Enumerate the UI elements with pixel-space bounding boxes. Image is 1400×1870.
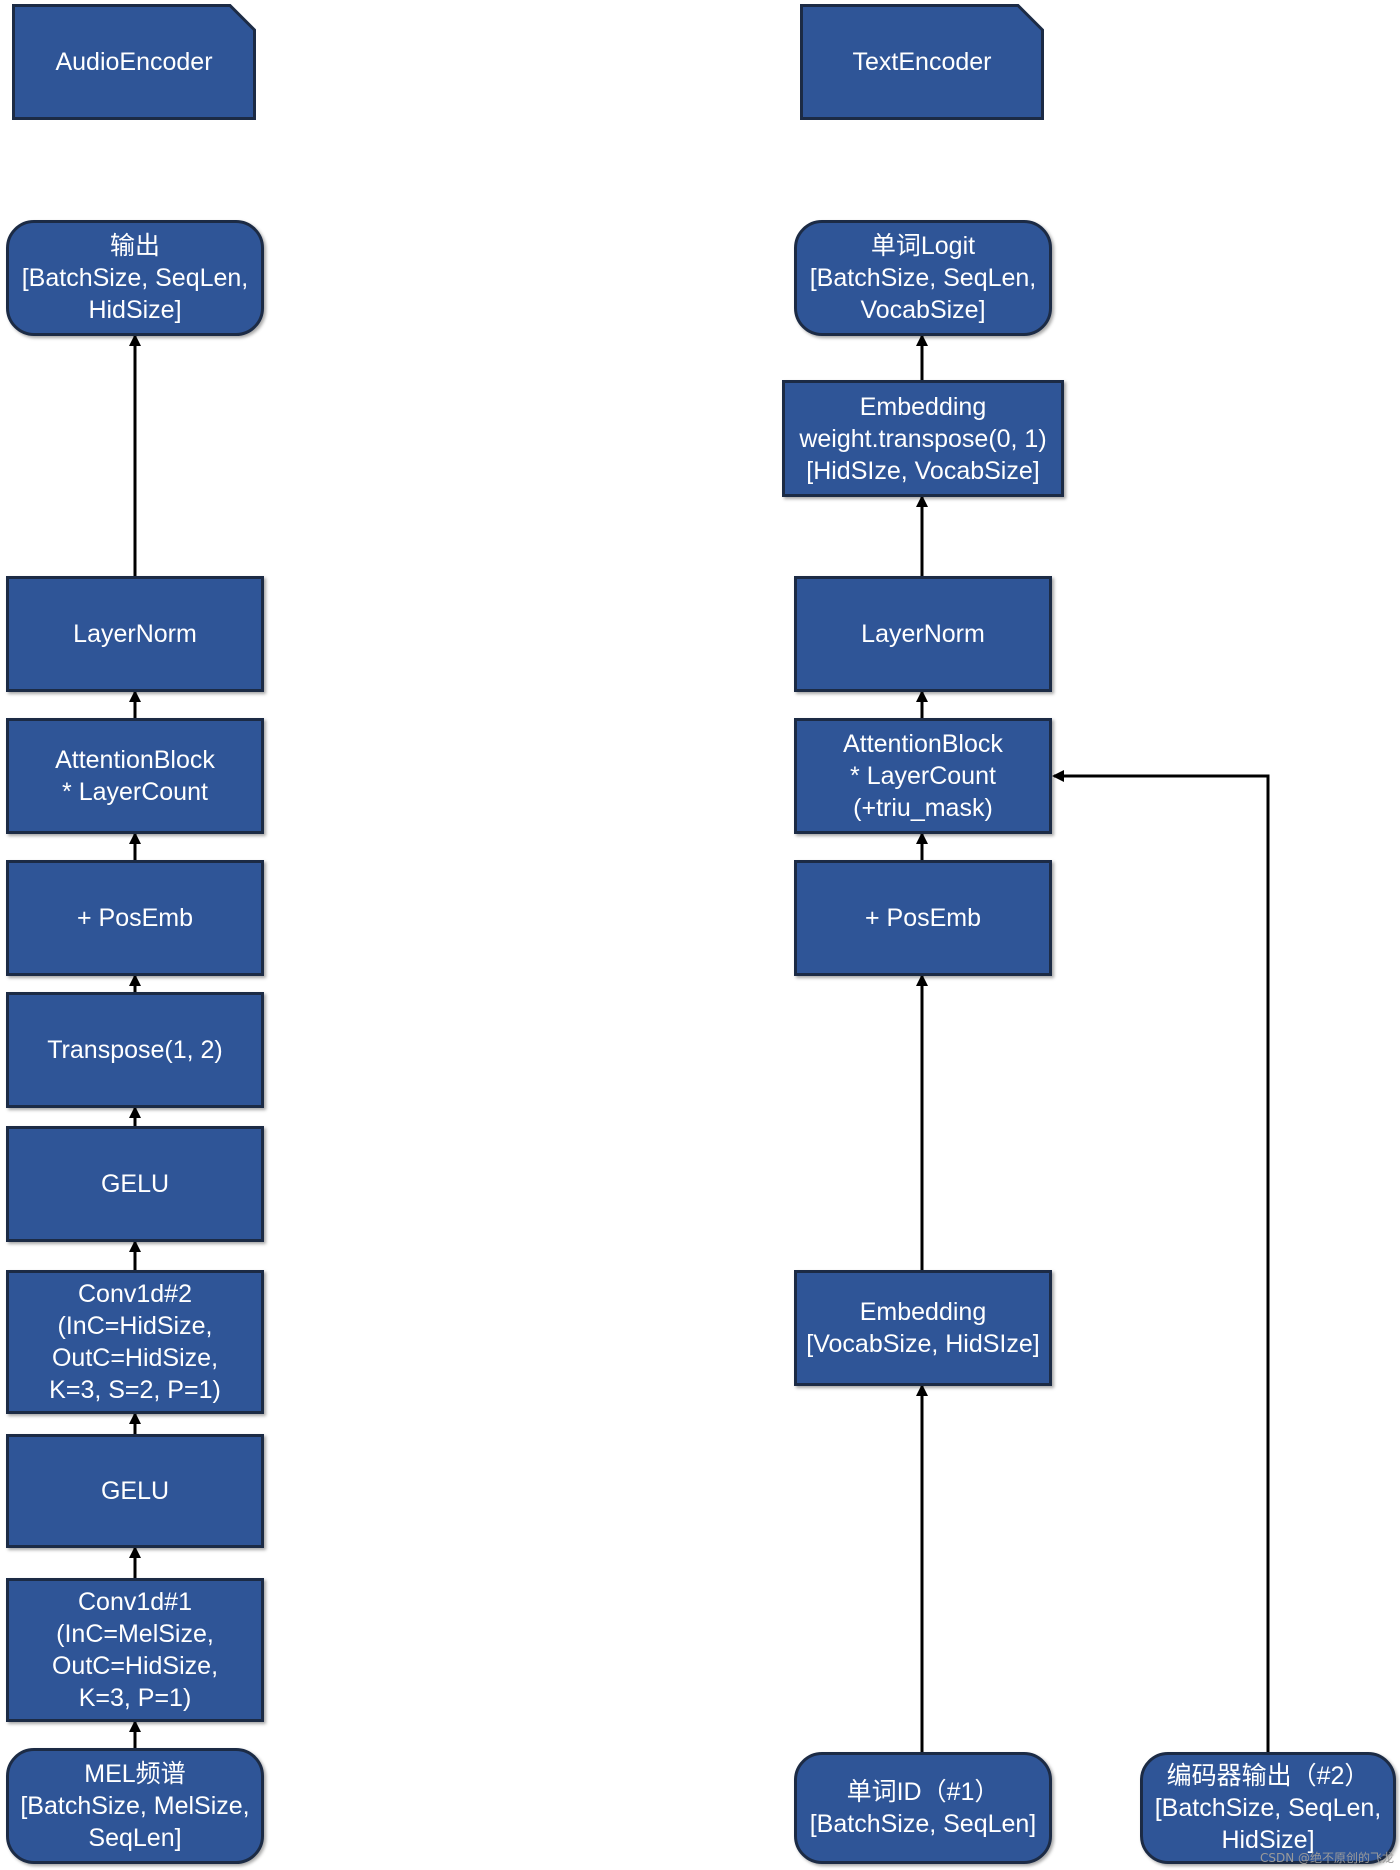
- audio-attention-text: AttentionBlock * LayerCount: [55, 746, 215, 806]
- text-embedding-out-text: Embedding weight.transpose(0, 1) [HidSIz…: [799, 392, 1047, 485]
- audio-conv2-node: Conv1d#2 (InC=HidSize, OutC=HidSize, K=3…: [6, 1270, 264, 1414]
- audio-input-node: MEL频谱 [BatchSize, MelSize, SeqLen]: [6, 1748, 264, 1864]
- audio-posemb-text: + PosEmb: [76, 904, 194, 932]
- audio-transpose-text: Transpose(1, 2): [47, 1036, 223, 1064]
- text-embedding-in-text: Embedding [VocabSize, HidSIze]: [806, 1298, 1040, 1358]
- audio-output-node: 输出 [BatchSize, SeqLen, HidSize]: [6, 220, 264, 336]
- text-embedding-in-node: Embedding [VocabSize, HidSIze]: [794, 1270, 1052, 1386]
- audio-gelu2-text: GELU: [100, 1170, 170, 1198]
- audio-encoder-title: AudioEncoder: [12, 4, 256, 120]
- audio-output-text: 输出 [BatchSize, SeqLen, HidSize]: [21, 232, 249, 324]
- text-posemb-text: + PosEmb: [864, 904, 982, 932]
- text-logit-node: 单词Logit [BatchSize, SeqLen, VocabSize]: [794, 220, 1052, 336]
- audio-gelu2-node: GELU: [6, 1126, 264, 1242]
- text-embedding-out-node: Embedding weight.transpose(0, 1) [HidSIz…: [782, 380, 1064, 497]
- audio-layernorm-text: LayerNorm: [73, 620, 197, 648]
- text-encoder-output-text: 编码器输出（#2） [BatchSize, SeqLen, HidSize]: [1154, 1762, 1382, 1854]
- text-attention-node: AttentionBlock * LayerCount (+triu_mask): [794, 718, 1052, 834]
- audio-input-text: MEL频谱 [BatchSize, MelSize, SeqLen]: [20, 1760, 250, 1852]
- text-encoder-title: TextEncoder: [800, 4, 1044, 120]
- audio-conv2-text: Conv1d#2 (InC=HidSize, OutC=HidSize, K=3…: [49, 1280, 221, 1404]
- watermark: CSDN @绝不原创的飞龙: [1259, 1851, 1394, 1865]
- text-logit-text: 单词Logit [BatchSize, SeqLen, VocabSize]: [809, 232, 1037, 324]
- audio-gelu1-node: GELU: [6, 1434, 264, 1548]
- text-attention-text: AttentionBlock * LayerCount (+triu_mask): [843, 730, 1003, 822]
- audio-conv1-node: Conv1d#1 (InC=MelSize, OutC=HidSize, K=3…: [6, 1578, 264, 1722]
- audio-layernorm-node: LayerNorm: [6, 576, 264, 692]
- text-layernorm-node: LayerNorm: [794, 576, 1052, 692]
- audio-gelu1-text: GELU: [100, 1477, 170, 1505]
- text-word-id-text: 单词ID（#1） [BatchSize, SeqLen]: [809, 1778, 1037, 1838]
- audio-encoder-title-text: AudioEncoder: [55, 48, 213, 76]
- folded-corner-shape: [800, 4, 1044, 120]
- audio-attention-node: AttentionBlock * LayerCount: [6, 718, 264, 834]
- audio-posemb-node: + PosEmb: [6, 860, 264, 976]
- text-encoder-output-node: 编码器输出（#2） [BatchSize, SeqLen, HidSize]: [1140, 1752, 1396, 1864]
- text-word-id-node: 单词ID（#1） [BatchSize, SeqLen]: [794, 1752, 1052, 1864]
- folded-corner-shape: [12, 4, 256, 120]
- audio-transpose-node: Transpose(1, 2): [6, 992, 264, 1108]
- edge-encoder-out-to-attention: [1052, 770, 1270, 1752]
- text-posemb-node: + PosEmb: [794, 860, 1052, 976]
- text-encoder-title-text: TextEncoder: [852, 48, 992, 76]
- text-layernorm-text: LayerNorm: [861, 620, 985, 648]
- audio-conv1-text: Conv1d#1 (InC=MelSize, OutC=HidSize, K=3…: [51, 1588, 219, 1712]
